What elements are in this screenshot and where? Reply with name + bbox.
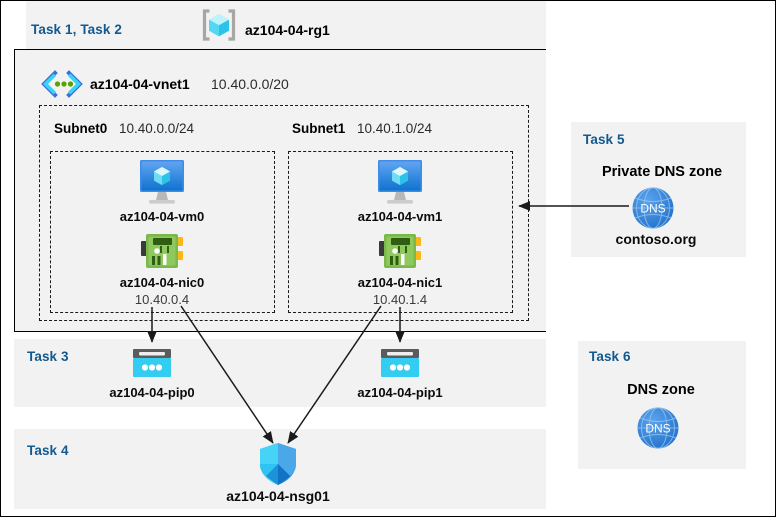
resource-group-icon	[202, 9, 236, 41]
vnet-panel	[14, 49, 546, 332]
subnets-container	[39, 105, 529, 321]
network-security-group-icon	[258, 442, 298, 486]
nic0-label: az104-04-nic0	[119, 275, 205, 290]
dns-zone-icon: DNS	[631, 186, 675, 230]
task-label-nsg: Task 4	[27, 443, 69, 458]
dns-icon-text: DNS	[640, 202, 665, 216]
network-interface-icon	[138, 232, 186, 272]
private-dns-heading: Private DNS zone	[601, 164, 723, 180]
virtual-machine-icon	[134, 159, 190, 205]
nsg-label: az104-04-nsg01	[226, 488, 330, 504]
public-dns-heading: DNS zone	[627, 382, 695, 398]
resource-group-panel	[26, 1, 546, 49]
subnet1-cidr: 10.40.1.0/24	[357, 121, 433, 136]
subnet0-name: Subnet0	[54, 121, 108, 136]
task-label-public-dns: Task 6	[589, 349, 631, 364]
nic1-private-ip: 10.40.1.4	[372, 292, 428, 307]
vm1-label: az104-04-vm1	[357, 209, 443, 224]
task-label-pip: Task 3	[27, 349, 69, 364]
subnet0-inner-box	[50, 151, 275, 313]
task-label-private-dns: Task 5	[583, 132, 625, 147]
pip0-label: az104-04-pip0	[109, 385, 195, 400]
public-ip-address-icon	[378, 348, 422, 380]
public-ip-panel	[14, 339, 546, 407]
task-label-rg: Task 1, Task 2	[31, 22, 122, 37]
network-interface-icon	[376, 232, 424, 272]
vm0-label: az104-04-vm0	[119, 209, 205, 224]
nic0-private-ip: 10.40.0.4	[134, 292, 190, 307]
dns-zone-icon: DNS	[636, 406, 680, 450]
virtual-network-icon	[39, 70, 85, 98]
vnet-address-space: 10.40.0.0/20	[211, 76, 289, 92]
virtual-machine-icon	[372, 159, 428, 205]
resource-group-name: az104-04-rg1	[245, 22, 330, 38]
subnet0-cidr: 10.40.0.0/24	[119, 121, 195, 136]
nic1-label: az104-04-nic1	[357, 275, 443, 290]
private-dns-zone-name: contoso.org	[615, 231, 697, 247]
subnet1-name: Subnet1	[292, 121, 346, 136]
vnet-panel-left-edge	[14, 49, 15, 332]
pip1-label: az104-04-pip1	[357, 385, 443, 400]
vnet-name: az104-04-vnet1	[90, 76, 190, 92]
dns-icon-text: DNS	[645, 422, 670, 436]
public-ip-address-icon	[130, 348, 174, 380]
